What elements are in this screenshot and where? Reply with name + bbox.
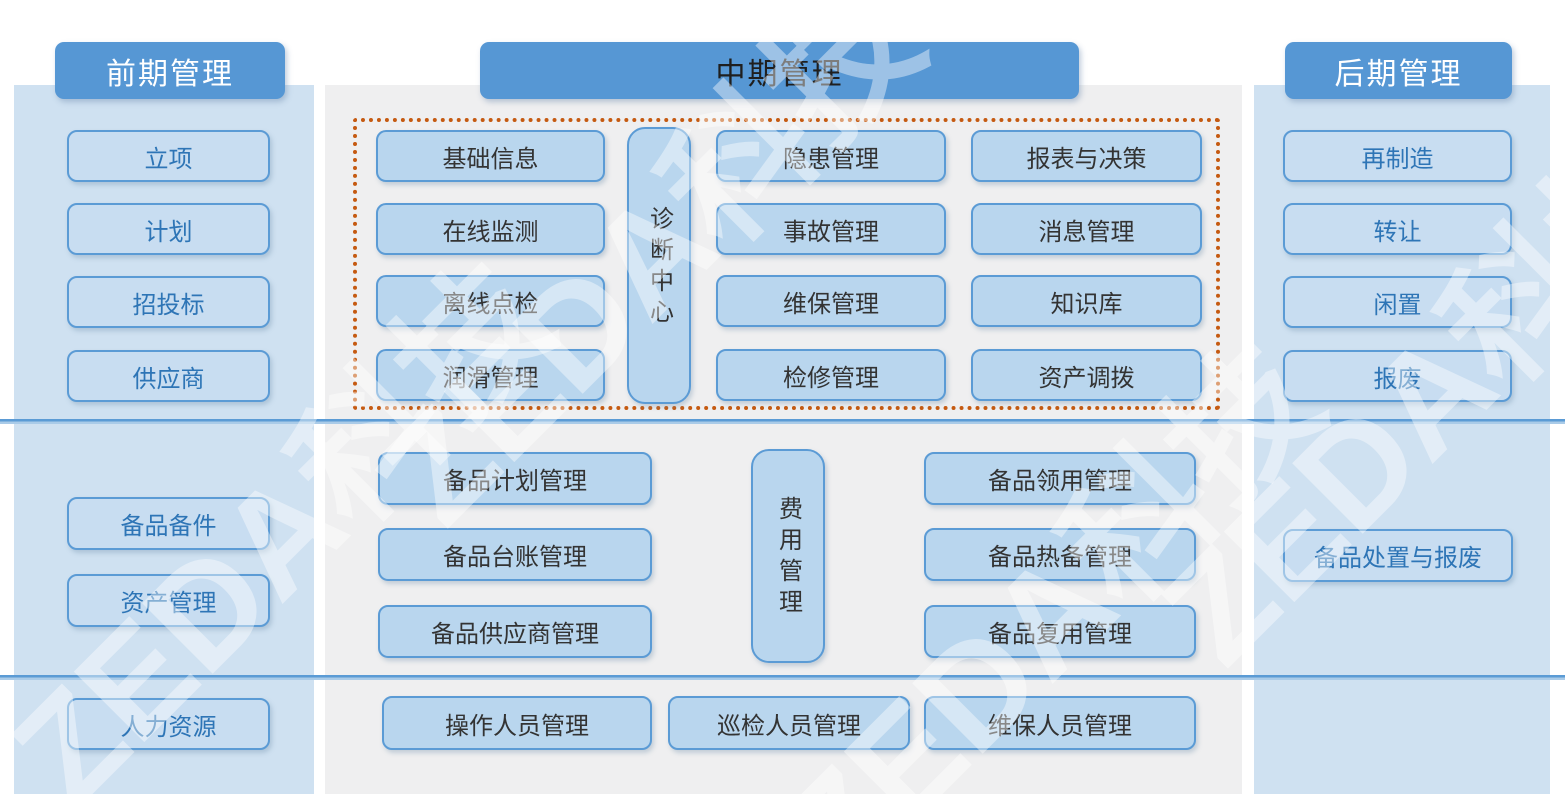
btn-overhaul-management: 检修管理 <box>716 349 946 401</box>
btn-spare-supplier-management: 备品供应商管理 <box>378 605 652 658</box>
btn-offline-inspection: 离线点检 <box>376 275 605 327</box>
btn-online-monitoring: 在线监测 <box>376 203 605 255</box>
btn-expense-management: 费用管理 <box>751 449 825 663</box>
panel-early-stage <box>14 85 314 794</box>
divider-bottom <box>0 675 1565 680</box>
btn-lubrication-management: 润滑管理 <box>376 349 605 401</box>
btn-idle: 闲置 <box>1283 276 1512 328</box>
btn-bidding: 招投标 <box>67 276 270 328</box>
btn-maintenance-management: 维保管理 <box>716 275 946 327</box>
btn-spare-plan-management: 备品计划管理 <box>378 452 652 505</box>
header-early-stage: 前期管理 <box>55 42 285 99</box>
header-late-stage: 后期管理 <box>1285 42 1512 99</box>
btn-spare-parts: 备品备件 <box>67 497 270 550</box>
btn-project-initiation: 立项 <box>67 130 270 182</box>
btn-spare-requisition-management: 备品领用管理 <box>924 452 1196 505</box>
btn-remanufacturing: 再制造 <box>1283 130 1512 182</box>
btn-maintainer-management: 维保人员管理 <box>924 696 1196 750</box>
btn-spare-reuse-management: 备品复用管理 <box>924 605 1196 658</box>
diagnosis-group-outline <box>353 118 1220 410</box>
btn-spare-ledger-management: 备品台账管理 <box>378 528 652 581</box>
btn-spare-hot-standby-management: 备品热备管理 <box>924 528 1196 581</box>
btn-scrap: 报废 <box>1283 350 1512 402</box>
header-mid-stage: 中期管理 <box>480 42 1079 99</box>
btn-planning: 计划 <box>67 203 270 255</box>
btn-basic-info: 基础信息 <box>376 130 605 182</box>
btn-spare-disposal-scrap: 备品处置与报废 <box>1283 529 1513 582</box>
btn-inspector-management: 巡检人员管理 <box>668 696 910 750</box>
btn-operator-management: 操作人员管理 <box>382 696 652 750</box>
btn-asset-transfer: 资产调拨 <box>971 349 1202 401</box>
btn-human-resources: 人力资源 <box>67 698 270 750</box>
btn-asset-management: 资产管理 <box>67 574 270 627</box>
btn-knowledge-base: 知识库 <box>971 275 1202 327</box>
btn-supplier: 供应商 <box>67 350 270 402</box>
panel-late-stage <box>1254 85 1550 794</box>
btn-transfer: 转让 <box>1283 203 1512 255</box>
btn-message-management: 消息管理 <box>971 203 1202 255</box>
btn-hazard-management: 隐患管理 <box>716 130 946 182</box>
btn-diagnosis-center: 诊断中心 <box>627 127 691 404</box>
divider-top <box>0 419 1565 424</box>
btn-reports-decision: 报表与决策 <box>971 130 1202 182</box>
btn-accident-management: 事故管理 <box>716 203 946 255</box>
